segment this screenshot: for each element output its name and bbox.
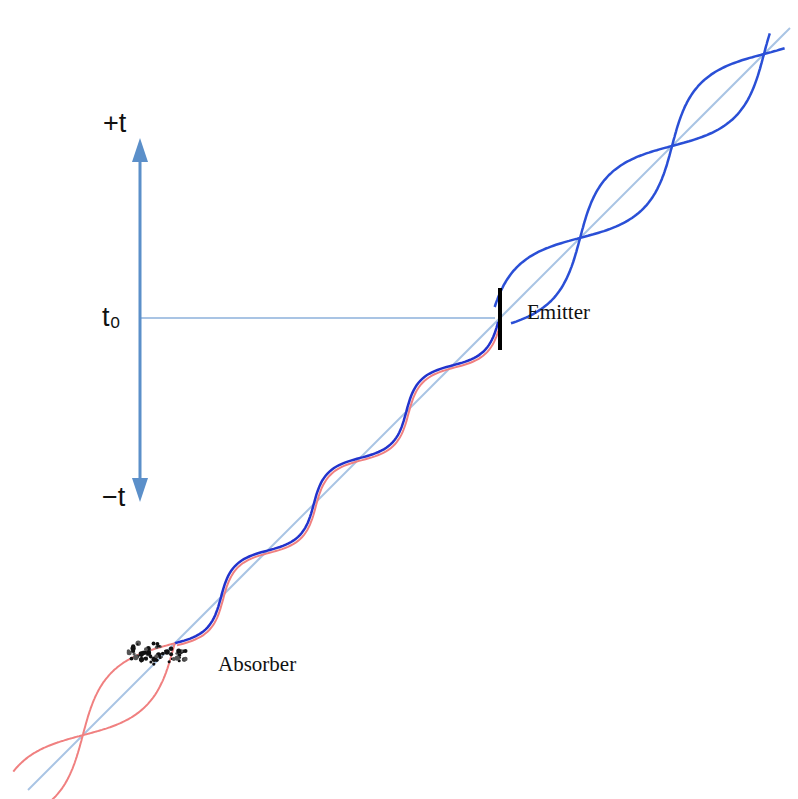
blue-lobe-wave: [511, 33, 770, 323]
part-label: Emitter: [527, 302, 590, 323]
red-lobe-wave: [46, 643, 174, 799]
absorber-speck: [154, 654, 158, 658]
absorber-speck: [169, 647, 174, 652]
blue-lobe-wave: [495, 48, 785, 307]
absorber-speck: [161, 656, 163, 658]
absorber-speck: [139, 657, 144, 662]
absorber-speck: [159, 645, 162, 648]
blue-wave: [175, 322, 499, 644]
absorber-speck: [161, 652, 165, 656]
time-diagonal: [28, 28, 790, 790]
absorber-speck: [152, 663, 155, 666]
absorber-speck: [136, 641, 141, 646]
absorber-speck: [134, 653, 136, 655]
absorber-speck: [144, 647, 148, 651]
absorber-speck: [149, 655, 153, 659]
absorber-speck: [139, 651, 144, 656]
t0-guide-line: [140, 317, 495, 319]
absorber-speck: [155, 659, 158, 662]
absorber-speck: [158, 645, 160, 647]
absorber-speck: [127, 650, 132, 655]
absorber-speck: [168, 660, 171, 663]
absorber-speck: [131, 649, 135, 653]
time-axis: [139, 160, 142, 480]
part-label: Absorber: [218, 654, 296, 675]
absorber-speck: [164, 650, 166, 652]
absorber-blob: [127, 641, 188, 666]
absorber-speck: [184, 649, 188, 653]
axis-arrowhead-up: [132, 138, 148, 162]
absorber-speck: [182, 659, 184, 661]
absorber-speck: [164, 649, 170, 655]
absorber-speck: [137, 643, 139, 645]
absorber-speck: [133, 655, 138, 660]
absorber-speck: [155, 646, 159, 650]
absorber-speck: [146, 650, 151, 655]
time-label: −t: [102, 484, 125, 511]
absorber-speck: [152, 642, 156, 646]
absorber-speck: [176, 649, 181, 654]
absorber-speck: [149, 660, 152, 663]
time-label: +t: [103, 110, 126, 137]
absorber-speck: [144, 657, 148, 661]
red-wave: [177, 324, 500, 645]
absorber-speck: [130, 657, 134, 661]
red-lobe-wave: [13, 643, 174, 771]
absorber-speck: [169, 652, 173, 656]
time-label: t₀: [102, 304, 121, 331]
emitter-bar: [498, 288, 502, 350]
absorber-speck: [175, 656, 180, 661]
absorber-speck: [183, 657, 187, 661]
axis-arrowhead-down: [132, 478, 148, 502]
